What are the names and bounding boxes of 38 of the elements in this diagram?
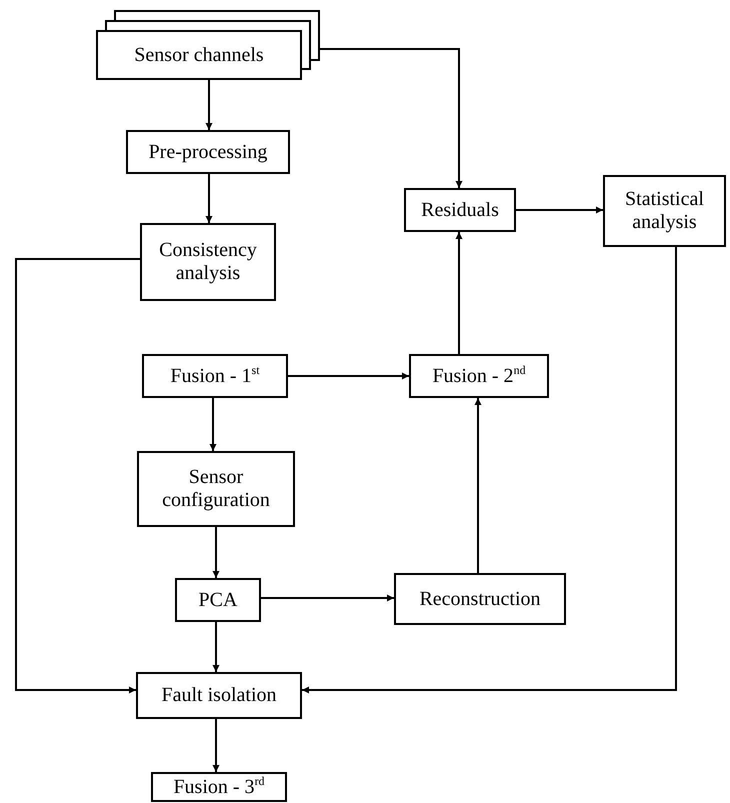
process-box — [175, 578, 261, 622]
node-label: Sensor configuration — [161, 466, 271, 512]
node-label: Fusion - 1$^{st}$ — [170, 364, 260, 388]
process-box — [603, 175, 726, 247]
process-box — [142, 354, 288, 398]
node-label: Consistency analysis — [158, 239, 258, 285]
arrow — [516, 206, 603, 214]
node-label: Fusion - 2$^{nd}$ — [432, 364, 526, 388]
arrow — [302, 247, 677, 694]
arrow — [212, 527, 220, 578]
process-box — [136, 672, 302, 719]
process-box — [394, 573, 566, 625]
process-box — [151, 772, 287, 802]
process-box — [137, 451, 295, 527]
arrow — [206, 174, 212, 223]
arrow — [210, 398, 216, 451]
node-label: Fault isolation — [162, 684, 276, 707]
node-label: PCA — [198, 588, 238, 612]
arrow — [15, 258, 140, 694]
node-label: Residuals — [421, 198, 499, 222]
node-label: Reconstruction — [419, 588, 541, 610]
arrow — [320, 48, 462, 188]
process-box — [140, 223, 276, 301]
arrow — [212, 719, 220, 772]
node-label: Statistical analysis — [624, 188, 705, 234]
arrow — [474, 398, 482, 573]
process-box — [409, 354, 549, 398]
arrow — [212, 622, 220, 672]
process-box — [404, 188, 516, 232]
node-label: Pre-processing — [148, 140, 268, 164]
process-box — [126, 130, 290, 174]
arrow — [261, 594, 394, 602]
node-label: Fusion - 3$^{rd}$ — [173, 776, 265, 798]
stacked-box — [96, 10, 320, 80]
arrow — [456, 232, 462, 354]
arrow — [288, 372, 409, 380]
node-label: Sensor channels — [134, 44, 264, 66]
arrow — [206, 80, 212, 130]
